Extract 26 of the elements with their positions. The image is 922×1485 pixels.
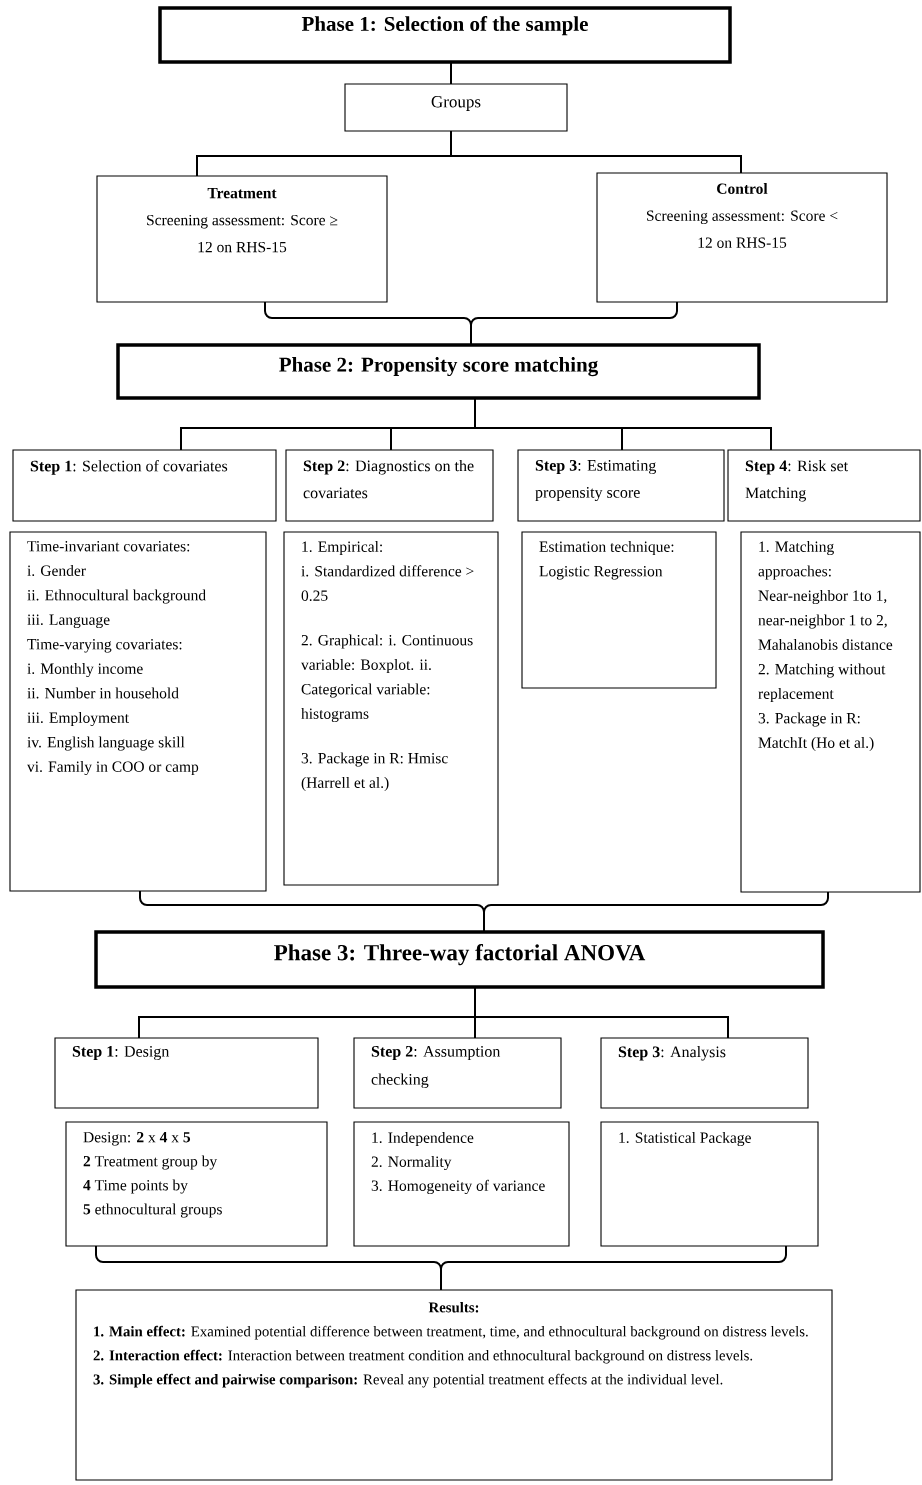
- phase-box: Phase 2: Propensity score matching: [116, 343, 761, 400]
- results-box: Results: 1. Main effect: Examined potential difference between treatment, time, and ethnocultural background on distress levels. 2. Interaction effect: Interaction between treatment condition and ethnocultural background on distress levels. 3. Simple effect and pairwise comparison: Reveal any potential treatment effects at the individual level.: [75, 1289, 833, 1481]
- step-box: Step 2: Diagnostics on the covariates: [285, 449, 494, 522]
- connector-line: [474, 397, 772, 451]
- detail-box: 1. Matching approaches: Near-neighbor 1to 1, near-neighbor 1 to 2, Mahalanobis distance 2. Matching without replacement 3. Package in R: MatchIt (Ho et al.): [740, 531, 921, 893]
- detail-box: Time-invariant covariates: i. Gender ii. Ethnocultural background iii. Language Time-varying covariates: i. Monthly income ii. Number in household iii. Employment iv. English language skill vi. Family in COO or camp: [9, 531, 267, 892]
- connector-line: [474, 986, 729, 1039]
- step-box: Step 3: Estimating propensity score: [517, 449, 725, 522]
- connector-line: [483, 891, 829, 933]
- detail-box: Estimation technique: Logistic Regression: [521, 531, 717, 689]
- detail-box: Design: 2 x 4 x 5 2 Treatment group by 4 Time points by 5 ethnocultural groups: [65, 1121, 328, 1247]
- phase-box: Phase 3: Three-way factorial ANOVA: [94, 930, 825, 989]
- detail-box: 1. Empirical: i. Standardized difference > 0.25 2. Graphical: i. Continuous variable: Boxplot. ii. Categorical variable: histograms 3. Package in R: Hmisc (Harrell et al.): [283, 531, 499, 886]
- step-box: Step 1: Selection of covariates: [12, 449, 277, 522]
- detail-box: 1. Statistical Package: [600, 1121, 819, 1247]
- phase-box: Phase 1: Selection of the sample: [158, 6, 732, 64]
- step-box: Step 3: Analysis: [600, 1037, 809, 1109]
- group-box: Treatment Screening assessment: Score ≥ 12 on RHS-15: [96, 175, 388, 303]
- connector-line: [450, 130, 742, 174]
- detail-box: 1. Independence 2. Normality 3. Homogeneity of variance: [353, 1121, 570, 1247]
- group-box: Groups: [344, 83, 568, 132]
- group-box: Control Screening assessment: Score < 12 on RHS-15: [596, 172, 888, 303]
- step-box: Step 2: Assumption checking: [353, 1037, 562, 1109]
- step-box: Step 4: Risk set Matching: [727, 449, 921, 522]
- step-box: Step 1: Design: [54, 1037, 319, 1109]
- connector-line: [450, 61, 452, 85]
